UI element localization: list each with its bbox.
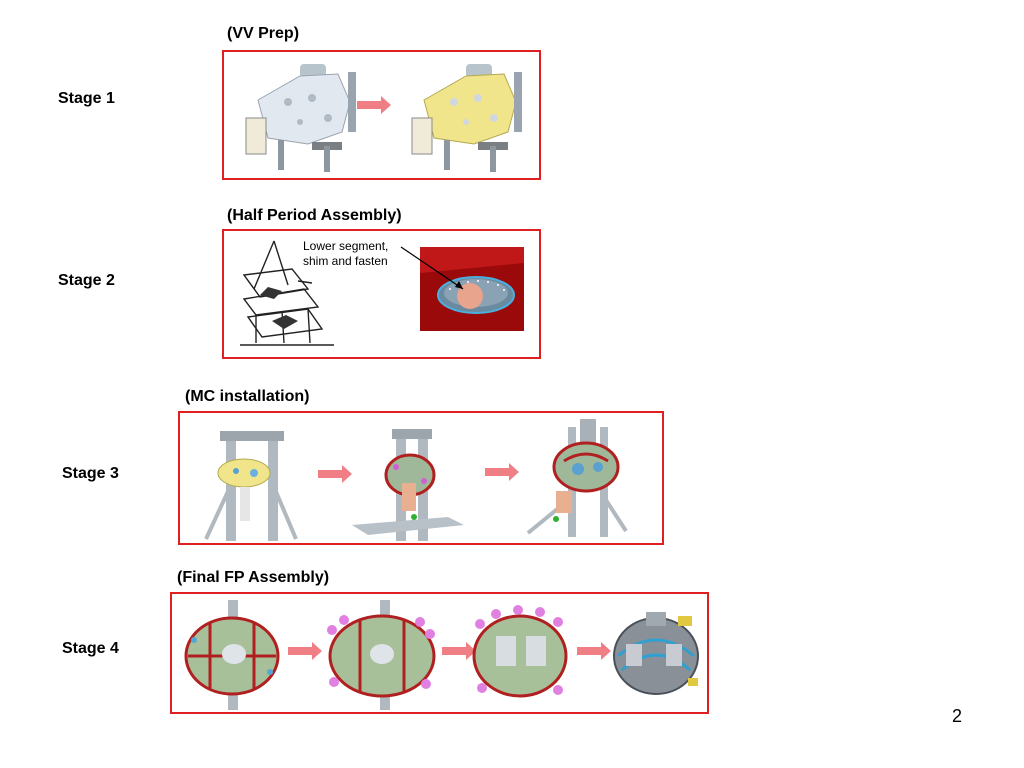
fp-assembly-step-3-image xyxy=(472,605,568,698)
stage-1-frame xyxy=(222,50,541,180)
stage-1-arrow-icon xyxy=(357,96,391,114)
annotation-line-2: shim and fasten xyxy=(303,254,388,268)
annotation-line-1: Lower segment, xyxy=(303,239,389,253)
stage-4-title: (Final FP Assembly) xyxy=(177,569,330,586)
stage-2-title: (Half Period Assembly) xyxy=(227,207,402,224)
stage-3-arrow-2-icon xyxy=(485,463,519,481)
vacuum-vessel-coated-image xyxy=(411,64,522,172)
stage-3-frame xyxy=(178,411,664,545)
stage-2-frame: Lower segment, shim and fasten xyxy=(222,229,541,359)
stage-2-label: Stage 2 xyxy=(58,272,115,289)
annotation-text: Lower segment, shim and fasten xyxy=(303,239,388,269)
mc-install-step-2-image xyxy=(352,429,464,541)
stage-4-arrow-1-icon xyxy=(288,642,322,660)
stage-3-label: Stage 3 xyxy=(62,465,119,482)
annotation-pointer-icon xyxy=(400,246,464,290)
vacuum-vessel-image xyxy=(245,64,356,172)
page-number: 2 xyxy=(951,706,962,726)
mc-install-step-3-image xyxy=(526,419,628,537)
assembly-fixture-drawing xyxy=(240,240,334,346)
fp-assembly-step-4-image xyxy=(613,612,699,695)
stage-1-label: Stage 1 xyxy=(58,90,115,107)
stage-4-frame xyxy=(170,592,709,714)
mc-install-step-1-image xyxy=(204,431,298,541)
stage-1-title: (VV Prep) xyxy=(227,25,300,42)
stage-3-title: (MC installation) xyxy=(185,388,310,405)
stage-4-label: Stage 4 xyxy=(62,640,119,657)
fp-assembly-step-2-image xyxy=(327,600,436,710)
fp-assembly-step-1-image xyxy=(184,600,280,710)
